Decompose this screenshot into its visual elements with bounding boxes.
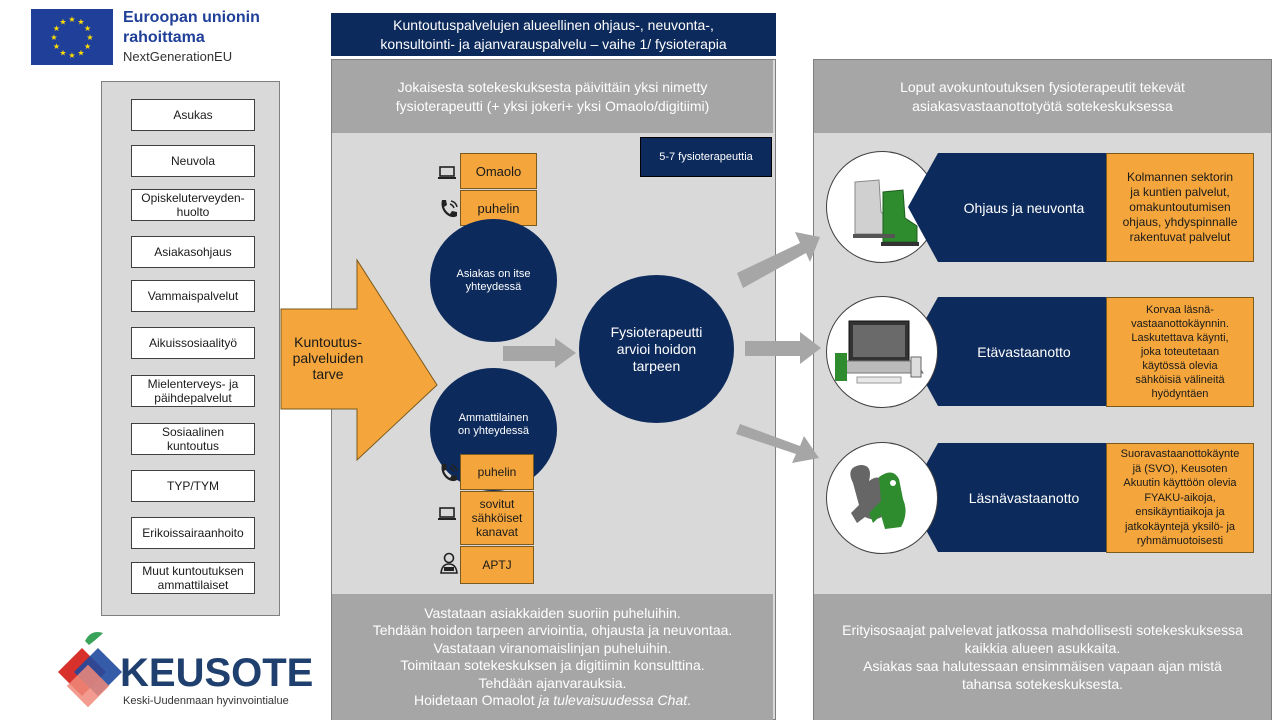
keusote-logo-name: KEUSOTE bbox=[120, 651, 314, 695]
eu-star-icon: ★ bbox=[84, 42, 91, 51]
source-item: Mielenterveys- ja päihdepalvelut bbox=[131, 375, 255, 407]
eu-funding-text: Euroopan unionin rahoittama NextGenerati… bbox=[123, 8, 323, 68]
center-footer-line: Tehdään hoidon tarpeen arviointia, ohjau… bbox=[372, 622, 733, 638]
source-item: Sosiaalinen kuntoutus bbox=[131, 423, 255, 455]
eu-star-icon: ★ bbox=[53, 24, 60, 33]
keusote-logo-icon bbox=[57, 632, 123, 708]
center-footer-last-italic: ja tulevaisuudessa Chat bbox=[538, 692, 688, 708]
eu-line1: Euroopan unionin bbox=[123, 9, 260, 26]
eu-star-icon: ★ bbox=[68, 15, 75, 24]
right-header-line1: Loput avokuntoutuksen fysioterapeutit te… bbox=[900, 78, 1185, 95]
outcome-desc-1: Kolmannen sektorin ja kuntien palvelut, … bbox=[1106, 153, 1254, 262]
eu-line2: rahoittama bbox=[123, 29, 205, 46]
laptop-desk-icon bbox=[835, 320, 924, 384]
laptop-icon bbox=[436, 162, 458, 184]
source-item: Neuvola bbox=[131, 145, 255, 177]
center-header-line2: fysioterapeutti (+ yksi jokeri+ yksi Oma… bbox=[395, 97, 710, 114]
phone-icon bbox=[436, 461, 460, 485]
eu-star-icon: ★ bbox=[59, 17, 66, 26]
pro-contact-label: Ammattilainen on yhteydessä bbox=[458, 411, 529, 437]
eu-line3: NextGenerationEU bbox=[123, 49, 233, 64]
eu-star-icon: ★ bbox=[77, 17, 84, 26]
need-arrow-label: Kuntoutus- palveluiden tarve bbox=[292, 334, 364, 382]
right-footer-lines: Erityisosaajat palvelevat jatkossa mahdo… bbox=[842, 621, 1243, 693]
squirrel-icon bbox=[850, 465, 906, 529]
ski-boots-icon bbox=[853, 179, 919, 246]
outcome-image-circle bbox=[826, 296, 938, 408]
laptop-icon bbox=[436, 503, 458, 525]
right-header-line2: asiakasvastaanottotyötä sotekeskuksessa bbox=[912, 97, 1173, 114]
source-item: Erikoissairaanhoito bbox=[131, 517, 255, 549]
eu-star-icon: ★ bbox=[77, 49, 84, 58]
source-item: Opiskeluterveyden- huolto bbox=[131, 189, 255, 221]
eu-star-icon: ★ bbox=[50, 33, 57, 42]
physio-assessment-circle: Fysioterapeutti arvioi hoidon tarpeen bbox=[579, 275, 734, 423]
source-item: Aikuissosiaalityö bbox=[131, 327, 255, 359]
center-footer-line: Toimitaan sotekeskuksen ja digitiimin ko… bbox=[400, 657, 705, 673]
right-header: Loput avokuntoutuksen fysioterapeutit te… bbox=[814, 60, 1271, 133]
center-footer-last: Hoidetaan Omaolot ja tulevaisuudessa Cha… bbox=[414, 692, 691, 710]
page-title-line2: konsultointi- ja ajanvarauspalvelu – vai… bbox=[380, 35, 727, 52]
source-item: Asukas bbox=[131, 99, 255, 131]
self-channel-omaolo: Omaolo bbox=[460, 153, 537, 189]
person-icon bbox=[438, 551, 460, 575]
center-footer-line: Vastataan asiakkaiden suoriin puheluihin… bbox=[424, 604, 681, 621]
center-header-line1: Jokaisesta sotekeskuksesta päivittäin yk… bbox=[397, 78, 708, 95]
center-footer-lines: Vastataan asiakkaiden suoriin puheluihin… bbox=[373, 605, 733, 693]
eu-star-icon: ★ bbox=[59, 49, 66, 58]
self-contact-circle: Asiakas on itse yhteydessä bbox=[430, 219, 557, 342]
keusote-logo: KEUSOTE Keski-Uudenmaan hyvinvointialue bbox=[39, 621, 323, 720]
keusote-logo-subtitle: Keski-Uudenmaan hyvinvointialue bbox=[123, 695, 289, 707]
right-footer-line: Asiakas saa halutessaan ensimmäisen vapa… bbox=[863, 658, 1222, 674]
source-item: Asiakasohjaus bbox=[131, 236, 255, 268]
center-header: Jokaisesta sotekeskuksesta päivittäin yk… bbox=[332, 60, 773, 133]
center-footer-line: Tehdään ajanvarauksia. bbox=[478, 674, 627, 691]
page-title: Kuntoutuspalvelujen alueellinen ohjaus-,… bbox=[331, 13, 776, 56]
outcome-desc-2: Korvaa läsnä- vastaanottokäynnin. Laskut… bbox=[1106, 297, 1254, 407]
eu-star-icon: ★ bbox=[68, 51, 75, 60]
outcome-title-1: Ohjaus ja neuvonta bbox=[963, 199, 1085, 216]
eu-star-icon: ★ bbox=[84, 24, 91, 33]
pro-channel-electronic: sovitut sähköiset kanavat bbox=[460, 491, 534, 545]
outcome-image-circle bbox=[826, 151, 938, 263]
right-footer-line: kaikkia alueen asukkaita. bbox=[964, 640, 1121, 656]
outcome-desc-3: Suoravastaanottokäynte jä (SVO), Keusote… bbox=[1106, 443, 1254, 553]
physio-assessment-label: Fysioterapeutti arvioi hoidon tarpeen bbox=[610, 323, 703, 374]
eu-star-icon: ★ bbox=[53, 42, 60, 51]
eu-flag-icon: ★★★★★★★★★★★★ bbox=[31, 9, 113, 65]
right-footer: Erityisosaajat palvelevat jatkossa mahdo… bbox=[814, 594, 1271, 720]
eu-star-icon: ★ bbox=[86, 33, 93, 42]
pro-channel-aptj: APTJ bbox=[460, 546, 534, 584]
outcome-title-3: Läsnävastaanotto bbox=[968, 489, 1080, 506]
center-footer-line: Vastataan viranomaislinjan puheluihin. bbox=[433, 639, 672, 656]
outcome-image-circle bbox=[826, 442, 938, 554]
right-footer-line: Erityisosaajat palvelevat jatkossa mahdo… bbox=[842, 622, 1243, 638]
source-item: TYP/TYM bbox=[131, 470, 255, 502]
center-footer-last-end: . bbox=[687, 692, 692, 708]
self-contact-label: Asiakas on itse yhteydessä bbox=[456, 267, 531, 293]
phone-icon bbox=[436, 197, 460, 221]
page-title-line1: Kuntoutuspalvelujen alueellinen ohjaus-,… bbox=[393, 16, 714, 33]
right-footer-line: tahansa sotekeskuksesta. bbox=[961, 676, 1124, 692]
source-item: Muut kuntoutuksen ammattilaiset bbox=[131, 562, 255, 594]
staff-count-badge: 5-7 fysioterapeuttia bbox=[640, 137, 772, 177]
source-item: Vammaispalvelut bbox=[131, 280, 255, 312]
outcome-title-2: Etävastaanotto bbox=[977, 343, 1071, 360]
pro-channel-phone: puhelin bbox=[460, 454, 534, 490]
center-footer: Vastataan asiakkaiden suoriin puheluihin… bbox=[332, 594, 773, 720]
center-footer-last-normal: Hoidetaan Omaolot bbox=[413, 692, 539, 708]
